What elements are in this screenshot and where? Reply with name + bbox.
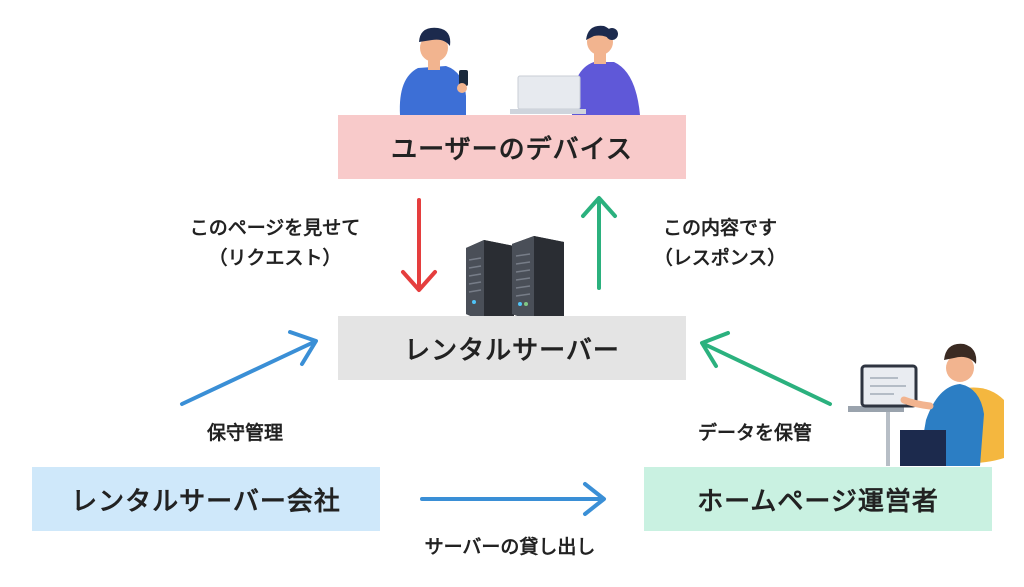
server-company-label: レンタルサーバー会社 [71,486,341,517]
person-with-laptop-icon [510,25,640,115]
site-owner-label: ホームページ運営者 [697,486,939,517]
user-devices-label: ユーザーのデバイス [391,134,633,165]
person-at-desk-icon [848,343,1004,466]
response-label-line1: この内容です [662,217,777,239]
lend-server-arrow [420,482,606,516]
site-owner-box: ホームページ運営者 [644,467,992,531]
user-devices-box: ユーザーのデバイス [338,115,686,179]
server-rack-icon [466,236,564,322]
request-label-line1: このページを見せて [189,217,361,239]
request-label-line2: （リクエスト） [208,247,342,269]
server-company-box: レンタルサーバー会社 [32,467,380,531]
response-label: この内容です （レスポンス） [620,213,820,273]
store-data-arrow [700,331,832,406]
maintenance-label: 保守管理 [206,422,283,444]
store-data-label: データを保管 [697,422,812,444]
request-arrow [401,198,437,292]
response-label-line2: （レスポンス） [653,247,787,269]
maintenance-arrow [180,330,318,406]
person-with-phone-icon [399,27,468,115]
lend-server-label: サーバーの貸し出し [424,536,596,558]
request-label: このページを見せて （リクエスト） [150,213,400,273]
rental-server-label: レンタルサーバー [404,335,620,366]
response-arrow [581,196,617,290]
rental-server-box: レンタルサーバー [338,316,686,380]
